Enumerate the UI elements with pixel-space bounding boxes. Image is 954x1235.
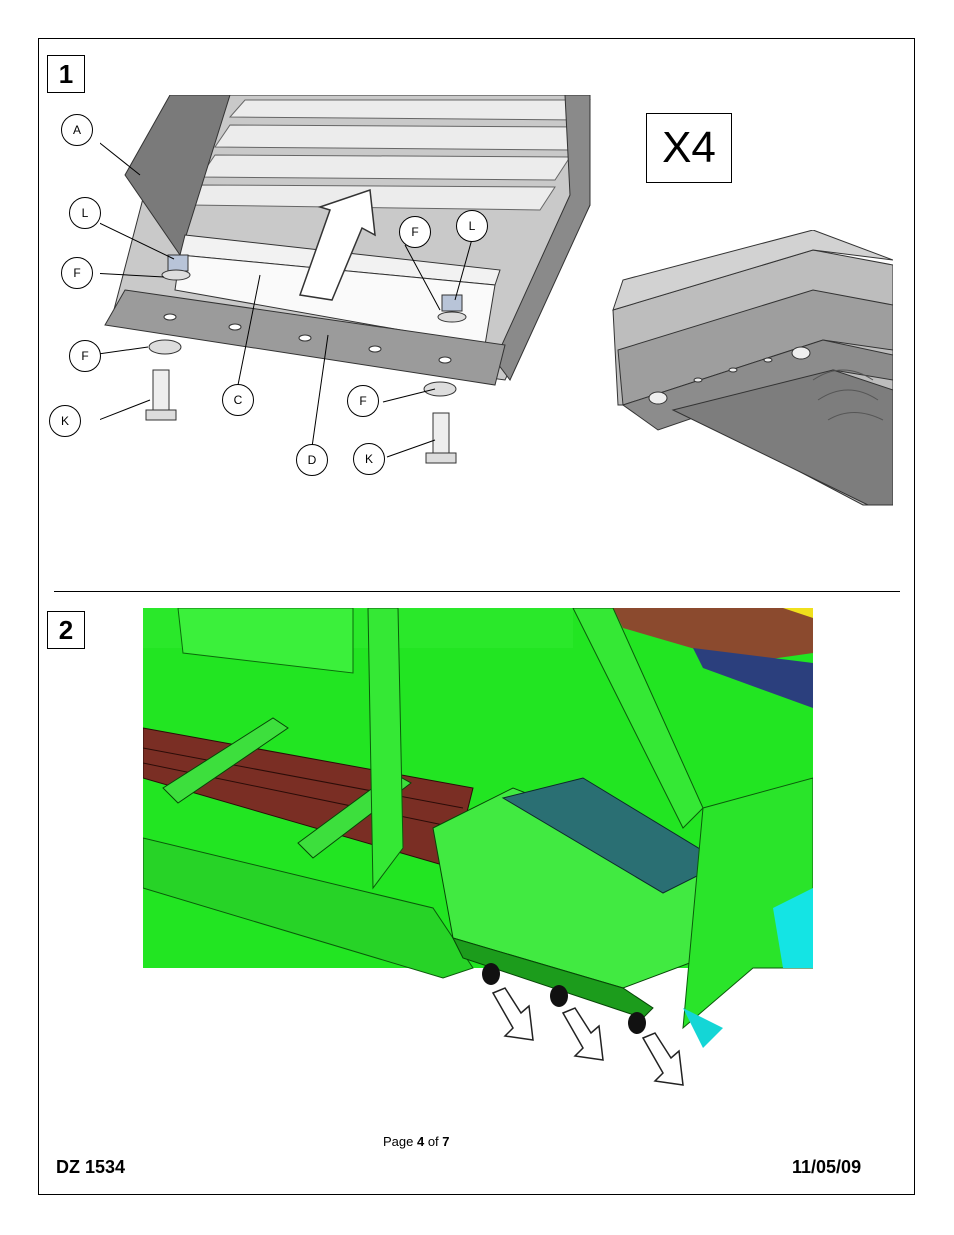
page-total: 7: [442, 1134, 449, 1149]
section-divider: [54, 591, 900, 592]
callout-l-left: L: [69, 197, 101, 229]
step1-exploded-illustration: [100, 95, 595, 490]
callout-f-left-upper: F: [61, 257, 93, 289]
page-indicator: Page 4 of 7: [383, 1134, 450, 1149]
document-id: DZ 1534: [56, 1157, 125, 1178]
step-number-2: 2: [47, 611, 85, 649]
callout-k-right: K: [353, 443, 385, 475]
page-prefix: Page: [383, 1134, 417, 1149]
step2-vehicle-body-illustration: [143, 608, 813, 1090]
callout-c: C: [222, 384, 254, 416]
callout-l-right: L: [456, 210, 488, 242]
callout-d: D: [296, 444, 328, 476]
page-of: of: [424, 1134, 442, 1149]
callout-f-right-lower: F: [347, 385, 379, 417]
callout-f-left-lower: F: [69, 340, 101, 372]
step1-assembled-view: [603, 230, 893, 508]
callout-a: A: [61, 114, 93, 146]
step-number-1: 1: [47, 55, 85, 93]
callout-f-right-upper: F: [399, 216, 431, 248]
callout-k-left: K: [49, 405, 81, 437]
quantity-label: X4: [646, 113, 732, 183]
document-date: 11/05/09: [792, 1157, 861, 1178]
